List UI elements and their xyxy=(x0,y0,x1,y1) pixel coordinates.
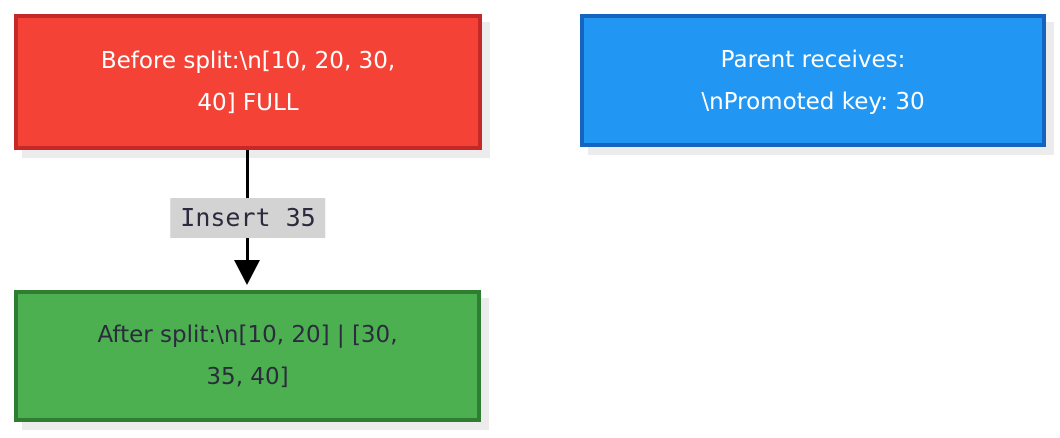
node-before-split: Before split:\n[10, 20, 30, 40] FULL xyxy=(14,14,482,150)
node-before-split-line1: Before split:\n[10, 20, 30, xyxy=(100,48,396,74)
node-parent-receives-line2: \nPromoted key: 30 xyxy=(701,88,925,115)
node-after-split-line1: After split:\n[10, 20] | [30, xyxy=(97,322,398,348)
node-before-split-line2: 40] FULL xyxy=(197,90,299,116)
node-after-split: After split:\n[10, 20] | [30, 35, 40] xyxy=(14,290,481,422)
node-parent-receives-line1: Parent receives: xyxy=(720,46,906,73)
node-after-split-line2: 35, 40] xyxy=(206,364,289,390)
arrow-down-icon xyxy=(234,260,260,285)
edge-label-insert: Insert 35 xyxy=(170,198,326,238)
node-parent-receives: Parent receives: \nPromoted key: 30 xyxy=(580,14,1046,147)
